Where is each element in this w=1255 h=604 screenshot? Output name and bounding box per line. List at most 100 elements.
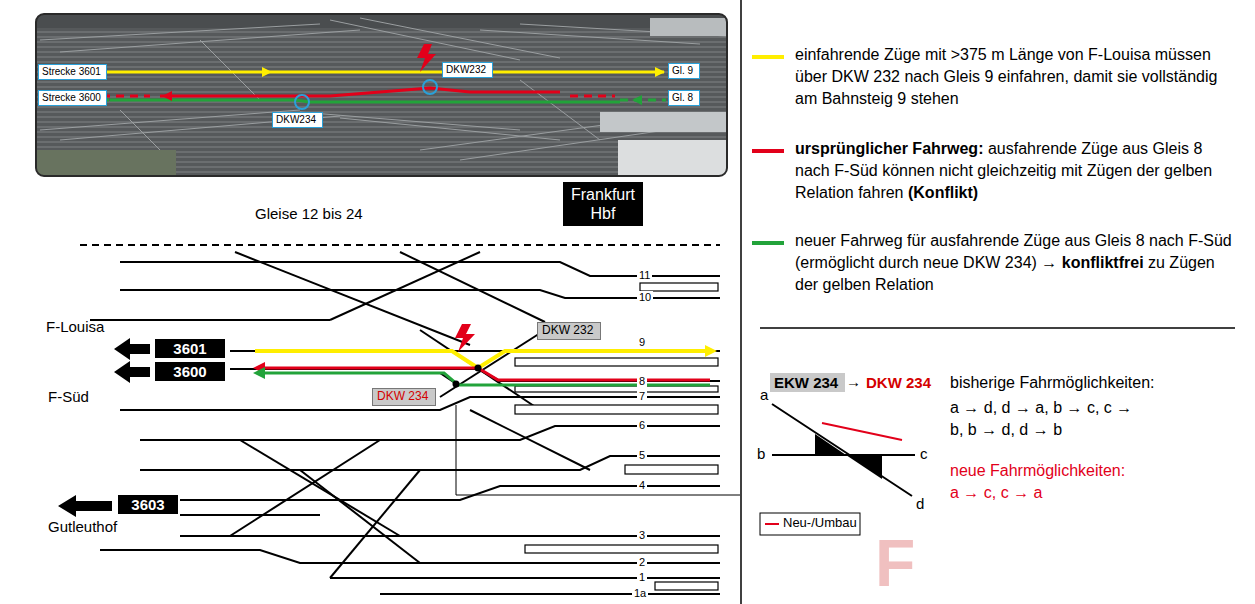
bold-run: (Konflikt) <box>908 184 978 201</box>
route-arrowhead <box>705 345 717 357</box>
track-line <box>300 470 420 563</box>
platform <box>625 465 718 474</box>
line-number-box: 3600 <box>155 362 225 381</box>
switch-end-label: a <box>760 386 768 403</box>
track-number: 7 <box>637 390 647 403</box>
box-text: 3603 <box>120 496 176 513</box>
direction-arrow <box>58 338 150 517</box>
track-line <box>140 426 720 440</box>
aerial-photo <box>655 67 665 77</box>
switch-title-box: EKW 234 <box>770 373 845 392</box>
leader-line <box>456 405 740 495</box>
track-line <box>120 262 720 276</box>
track-number: 8 <box>637 375 647 388</box>
photo-label: Strecke 3600 <box>38 90 107 106</box>
track-line <box>90 319 330 321</box>
bold-run: ursprünglicher Fahrweg: <box>795 140 983 157</box>
destination-label: F-Süd <box>48 388 89 405</box>
destination-label: Gutleuthof <box>48 518 117 535</box>
legend-frame <box>760 513 860 535</box>
box-text: DKW 232 <box>542 324 596 338</box>
platform <box>525 545 718 553</box>
aerial-photo <box>36 150 176 176</box>
aerial-photo <box>600 112 727 132</box>
photo-label: Gl. 9 <box>668 63 700 79</box>
track-line <box>235 252 470 345</box>
track-line <box>180 514 320 516</box>
box-text: Frankfurt Hbf <box>566 185 640 223</box>
platform <box>640 283 718 291</box>
photo-label: DKW234 <box>272 112 323 128</box>
track-number: 1 <box>637 571 647 584</box>
legend-text: einfahrende Züge mit >375 m Länge von F-… <box>795 44 1235 110</box>
track-line <box>380 593 720 595</box>
switch-symbol <box>772 404 915 496</box>
switch-end-label: b <box>757 445 765 462</box>
note-heading: neue Fahrmöglichkeiten: <box>950 462 1125 480</box>
line-number-box: 3601 <box>155 339 225 358</box>
box-text: Gl. 9 <box>672 65 696 77</box>
aerial-photo <box>110 100 620 102</box>
watermark: F <box>875 530 915 596</box>
track-line <box>120 290 720 298</box>
box-text: DKW232 <box>446 64 489 76</box>
aerial-photo <box>120 40 600 150</box>
conflict-symbol <box>455 324 475 352</box>
box-text: 3600 <box>157 363 223 380</box>
platform <box>655 582 718 590</box>
leader-line <box>456 405 740 495</box>
dashed-track <box>80 244 720 246</box>
aerial-photo <box>160 88 560 96</box>
track-line <box>330 577 720 579</box>
legend-text: ursprünglicher Fahrweg: ausfahrende Züge… <box>795 138 1235 204</box>
conflict-symbol <box>455 324 475 352</box>
aerial-photo <box>632 95 642 105</box>
area-label: Gleise 12 bis 24 <box>255 205 363 222</box>
aerial-photo <box>36 14 727 176</box>
aerial-photo <box>423 80 437 94</box>
destination-label: F-Louisa <box>46 318 104 335</box>
switch-dot <box>453 381 460 388</box>
divider-line <box>760 327 1235 329</box>
legend-swatch <box>765 523 779 525</box>
note-text: a → d, d → a, b → c, c → b, b → d, d → b <box>950 397 1145 441</box>
dashed-track <box>80 244 720 246</box>
track-number: 5 <box>637 449 647 462</box>
track-number: 6 <box>637 419 647 432</box>
aerial-photo <box>295 95 309 109</box>
aerial-photo <box>60 95 615 98</box>
route-arrowhead <box>253 367 265 379</box>
divider-line <box>741 0 1235 604</box>
platform <box>515 358 718 366</box>
route-arrowhead <box>253 345 717 379</box>
track-number: 10 <box>637 291 653 304</box>
switch-end-label: c <box>920 445 928 462</box>
box-text: DKW234 <box>276 114 319 126</box>
legend-swatch <box>752 55 784 59</box>
direction-arrow <box>114 338 150 360</box>
bold-run: konfliktfrei <box>1062 254 1144 271</box>
aerial-photo <box>162 91 172 101</box>
track-number: 11 <box>637 269 652 282</box>
track-line <box>90 252 720 594</box>
aerial-photo <box>40 18 726 60</box>
track-line <box>400 252 545 322</box>
legend-frame <box>760 513 860 535</box>
photo-frame <box>36 14 727 176</box>
aerial-photo <box>618 140 727 176</box>
switch-dot <box>475 365 482 372</box>
switch-symbol <box>772 404 915 496</box>
box-text: Strecke 3601 <box>42 66 103 78</box>
switch-box: DKW 232 <box>537 322 601 340</box>
switch-end-label: d <box>916 495 924 512</box>
switch-symbol <box>846 455 882 479</box>
direction-arrow <box>114 361 150 383</box>
direction-arrow <box>58 495 112 517</box>
divider-line <box>740 0 742 604</box>
photo-label: Gl. 8 <box>668 90 700 106</box>
legend-swatch <box>752 241 784 245</box>
aerial-photo <box>40 71 664 74</box>
platform <box>515 386 718 392</box>
track-number: 4 <box>637 479 647 492</box>
box-text: Gl. 8 <box>672 92 696 104</box>
